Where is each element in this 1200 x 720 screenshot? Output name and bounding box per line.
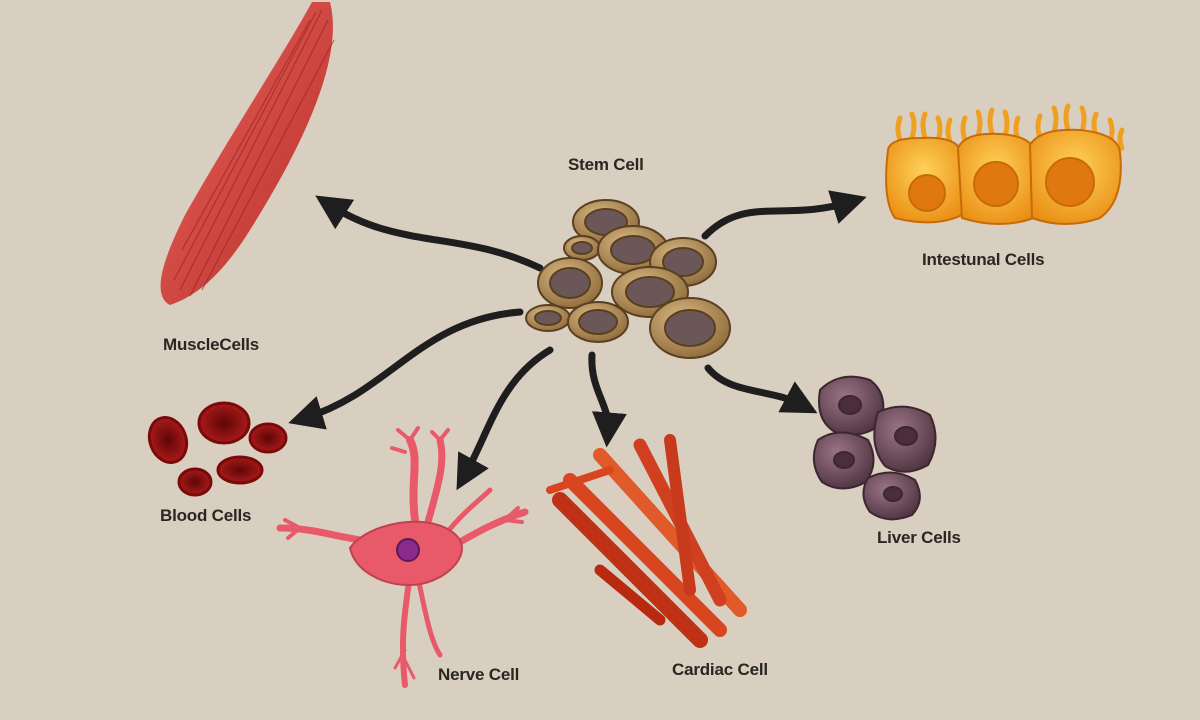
intestinal-cell-illustration: [885, 103, 1125, 225]
blood-cells-illustration: [147, 401, 288, 497]
arrow-to-nerve: [456, 346, 554, 491]
arrow-to-muscle: [315, 195, 544, 272]
arrow-to-intestinal: [701, 190, 867, 240]
nerve-cell-label: Nerve Cell: [438, 665, 520, 684]
arrow-to-cardiac: [588, 351, 627, 448]
arrows: [288, 190, 867, 491]
intestinal-cells-label: Intestunal Cells: [922, 250, 1045, 269]
liver-cells-label: Liver Cells: [877, 528, 961, 547]
cardiac-cell-illustration: [546, 434, 747, 648]
cardiac-cell-label: Cardiac Cell: [672, 660, 768, 679]
liver-cells-illustration: [812, 375, 937, 521]
nerve-cell-illustration: [276, 426, 529, 688]
arrow-to-liver: [704, 364, 818, 414]
stem-cell-label: Stem Cell: [568, 155, 644, 174]
stem-cell-cluster: [525, 199, 731, 359]
arrow-to-blood: [288, 308, 524, 430]
blood-cells-label: Blood Cells: [160, 506, 252, 525]
muscle-cell-illustration: [160, 2, 335, 305]
muscle-cells-label: MuscleCells: [163, 335, 260, 354]
